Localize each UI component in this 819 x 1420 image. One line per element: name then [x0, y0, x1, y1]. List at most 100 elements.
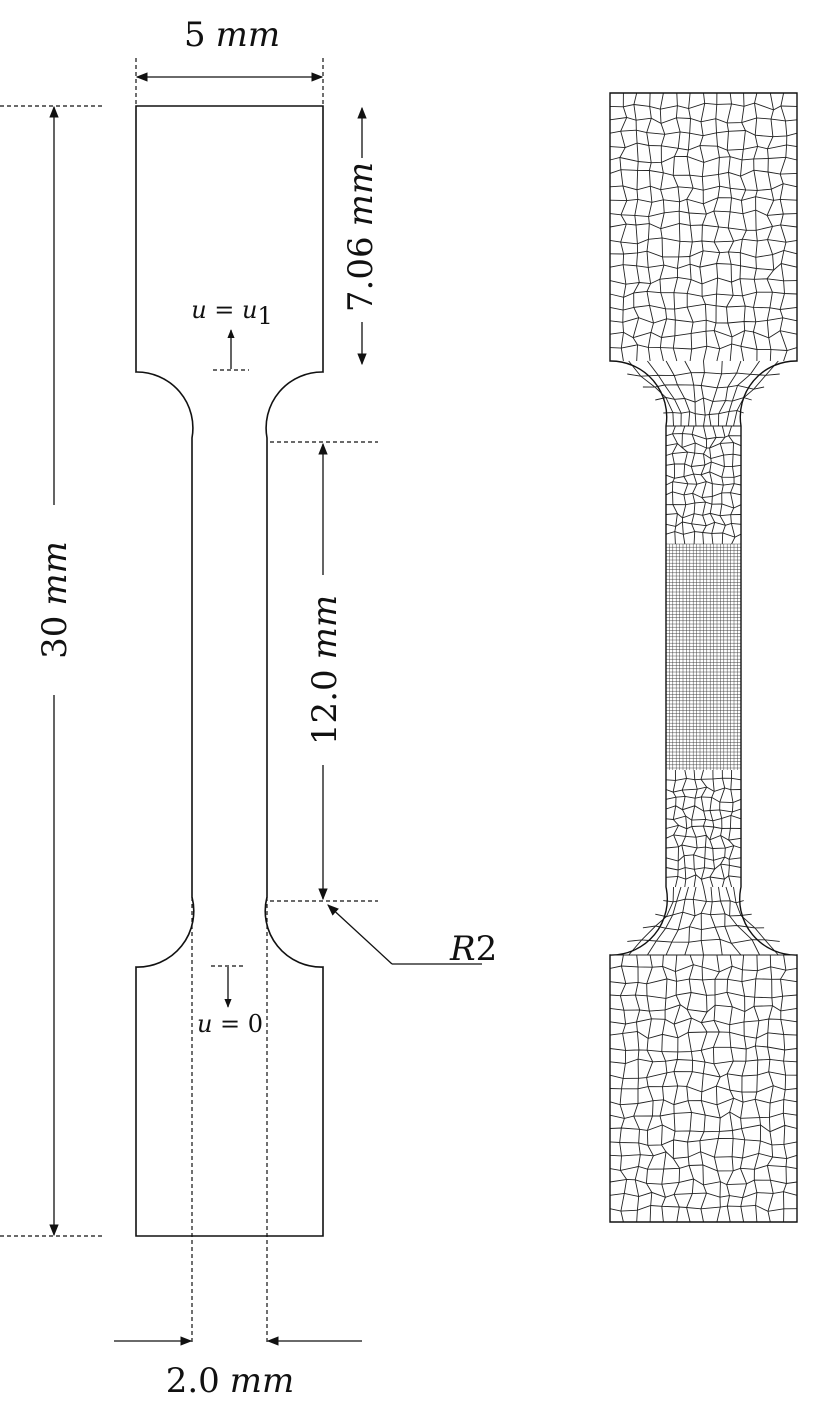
- bc-bottom-rhs: 0: [248, 1010, 263, 1038]
- mesh-line: [659, 92, 668, 362]
- bc-bottom-label: u = 0: [197, 1010, 263, 1038]
- width-value: 5: [184, 15, 206, 55]
- mesh-lower-fillet: [610, 886, 797, 956]
- mesh-line: [665, 886, 689, 956]
- mesh-line: [665, 795, 742, 804]
- mesh-line: [709, 425, 717, 545]
- mesh-line: [684, 886, 697, 956]
- mesh-line: [681, 769, 688, 888]
- mesh-line: [725, 886, 761, 956]
- radius-prefix: R: [449, 929, 476, 969]
- mesh-line: [646, 92, 654, 362]
- bc-bottom-var: u: [197, 1010, 212, 1038]
- mesh-line: [718, 360, 742, 427]
- grip-length-label: 7.06 mm: [341, 162, 381, 312]
- specimen-outline: [135, 105, 324, 1237]
- mesh-line: [665, 531, 742, 538]
- mesh-line: [719, 425, 726, 545]
- mesh-line: [619, 92, 628, 362]
- mesh-line: [709, 769, 716, 888]
- mesh-line: [642, 384, 765, 390]
- mesh-line: [665, 777, 742, 781]
- mesh-line: [665, 521, 742, 527]
- mesh-line: [728, 769, 735, 888]
- mesh-line: [628, 886, 674, 956]
- mesh-line: [739, 92, 747, 362]
- bc-top-subscript: 1: [258, 302, 273, 330]
- mesh-outline: [609, 92, 798, 1223]
- mesh-line: [665, 461, 742, 468]
- mesh-line: [739, 954, 748, 1223]
- mesh-line: [665, 360, 691, 427]
- mesh-line: [700, 769, 708, 888]
- grip-length-unit: mm: [341, 162, 381, 226]
- mesh-line: [663, 898, 744, 904]
- mesh-line: [752, 92, 759, 362]
- mesh-line: [708, 360, 723, 427]
- mesh-line: [726, 92, 735, 362]
- mesh-line: [663, 410, 744, 416]
- bc-top-var: u: [191, 296, 206, 324]
- mesh-bottom-grip: [609, 954, 798, 1223]
- mesh-line: [719, 769, 726, 888]
- mesh-line: [609, 263, 798, 271]
- mesh-line: [647, 360, 682, 427]
- mesh-upper-transition: [665, 425, 742, 545]
- mesh-line: [728, 425, 736, 545]
- mesh-line: [672, 769, 680, 888]
- mesh-line: [766, 954, 774, 1223]
- mesh-line: [609, 1111, 798, 1119]
- mesh-line: [779, 92, 788, 362]
- radius-value: 2: [476, 929, 498, 969]
- bc-top-rhs: u: [242, 296, 257, 324]
- total-length-value: 30: [35, 616, 75, 659]
- mesh-line: [665, 501, 742, 509]
- mesh-upper-fillet: [627, 360, 780, 427]
- mesh-line: [700, 360, 706, 427]
- bc-bottom-eq: =: [212, 1010, 247, 1038]
- gauge-length-value: 12.0: [305, 669, 345, 745]
- mesh-line: [710, 886, 723, 956]
- mesh-line: [665, 815, 742, 822]
- mesh-line: [655, 911, 752, 918]
- mesh-line: [700, 425, 708, 545]
- mesh-line: [619, 954, 628, 1223]
- mesh-line: [609, 117, 798, 124]
- mesh-line: [609, 1045, 798, 1053]
- mesh-line: [700, 886, 707, 956]
- mesh-line: [609, 1151, 798, 1160]
- mesh-line: [686, 954, 694, 1223]
- mesh-line: [609, 343, 798, 351]
- grip-length-value: 7.06: [341, 236, 381, 312]
- total-length-unit: mm: [35, 541, 75, 605]
- mesh-line: [665, 481, 742, 486]
- mesh-line: [609, 991, 798, 999]
- mesh-line: [609, 223, 798, 231]
- gauge-length-unit: mm: [305, 595, 345, 659]
- mesh-line: [690, 425, 698, 545]
- total-length-label: 30 mm: [35, 541, 75, 659]
- mesh-line: [733, 360, 779, 427]
- mesh-line: [733, 886, 779, 956]
- mesh-refined-gauge: [665, 543, 742, 770]
- mesh-line: [665, 786, 742, 793]
- mesh-line: [766, 92, 775, 362]
- mesh-line: [659, 954, 668, 1223]
- mesh-line: [780, 954, 788, 1223]
- mesh-line: [718, 886, 742, 956]
- mesh-line: [609, 290, 798, 298]
- mesh-line: [726, 954, 735, 1223]
- mesh-line: [699, 92, 708, 362]
- mesh-line: [665, 844, 742, 849]
- mesh-line: [647, 886, 682, 956]
- mesh-line: [632, 92, 640, 362]
- radius-leader: [327, 904, 393, 965]
- mesh-line: [725, 360, 760, 427]
- mesh-line: [609, 1137, 798, 1146]
- mesh-lower-transition: [665, 769, 742, 888]
- bc-top-eq: =: [207, 296, 242, 324]
- mesh-top-grip: [609, 92, 798, 362]
